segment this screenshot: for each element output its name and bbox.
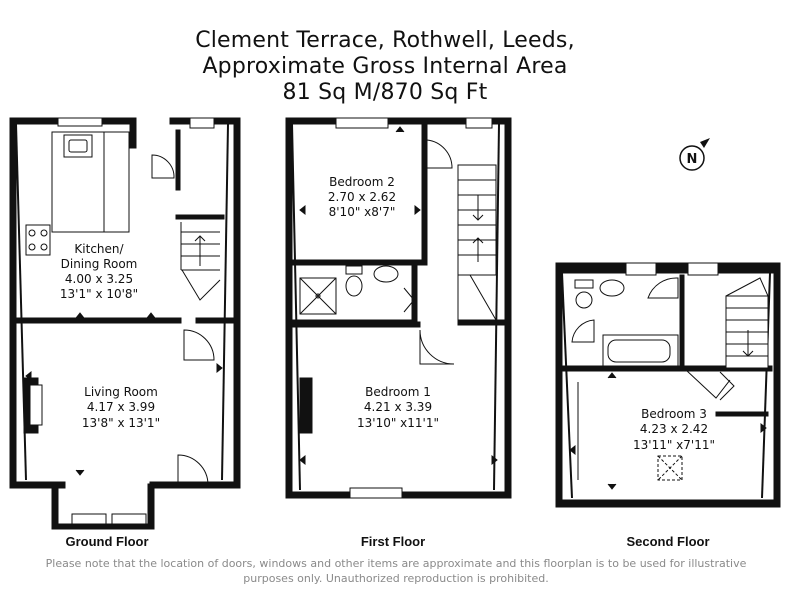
ground-floor-plan <box>9 117 241 530</box>
bedroom3-metric: 4.23 x 2.42 <box>640 422 708 436</box>
title-line-address: Clement Terrace, Rothwell, Leeds, <box>195 28 575 53</box>
bedroom2-imperial: 8'10" x8'7" <box>329 205 396 219</box>
second-basin-icon <box>599 279 625 297</box>
first-toilet-icon <box>345 275 363 297</box>
living-room-imperial: 13'8" x 13'1" <box>82 416 160 430</box>
kitchen-sink-icon <box>63 134 93 158</box>
second-stairs <box>725 277 769 369</box>
kitchen-name-line2: Dining Room <box>61 257 138 271</box>
title-line-area-value: 81 Sq M/870 Sq Ft <box>282 80 488 105</box>
bedroom1-imperial: 13'10" x11'1" <box>357 416 439 430</box>
bedroom3-imperial: 13'11" x7'11" <box>633 438 715 452</box>
plan-title: Clement Terrace, Rothwell, Leeds, Approx… <box>150 28 620 106</box>
first-floor-label: First Floor <box>361 534 425 549</box>
bedroom1-metric: 4.21 x 3.39 <box>364 400 432 414</box>
living-room-metric: 4.17 x 3.99 <box>87 400 155 414</box>
skylight-icon <box>657 455 683 481</box>
second-toilet-icon <box>575 291 593 309</box>
kitchen-name-line1: Kitchen/ <box>74 242 124 256</box>
living-room-name: Living Room <box>84 385 158 399</box>
kitchen-imperial: 13'1" x 10'8" <box>60 287 138 301</box>
hob-icon <box>25 224 51 256</box>
kitchen-metric: 4.00 x 3.25 <box>65 272 133 286</box>
north-compass-icon: N <box>679 138 710 171</box>
bedroom2-metric: 2.70 x 2.62 <box>328 190 396 204</box>
first-stairs <box>457 164 497 321</box>
bath-icon <box>602 334 679 368</box>
compass-letter: N <box>687 152 698 167</box>
first-basin-icon <box>373 265 399 283</box>
second-floor-label: Second Floor <box>626 534 709 549</box>
first-chimney-breast-icon <box>299 377 313 434</box>
bedroom2-name: Bedroom 2 <box>329 175 395 189</box>
first-floor-plan <box>285 117 512 499</box>
shower-tray-icon <box>299 277 337 315</box>
ground-floor-label: Ground Floor <box>65 534 148 549</box>
second-floor-plan <box>555 262 781 508</box>
bedroom3-name: Bedroom 3 <box>641 407 707 421</box>
disclaimer-text: Please note that the location of doors, … <box>45 557 747 585</box>
title-line-area-label: Approximate Gross Internal Area <box>202 54 568 79</box>
ground-stairs <box>181 231 221 301</box>
bedroom1-name: Bedroom 1 <box>365 385 431 399</box>
